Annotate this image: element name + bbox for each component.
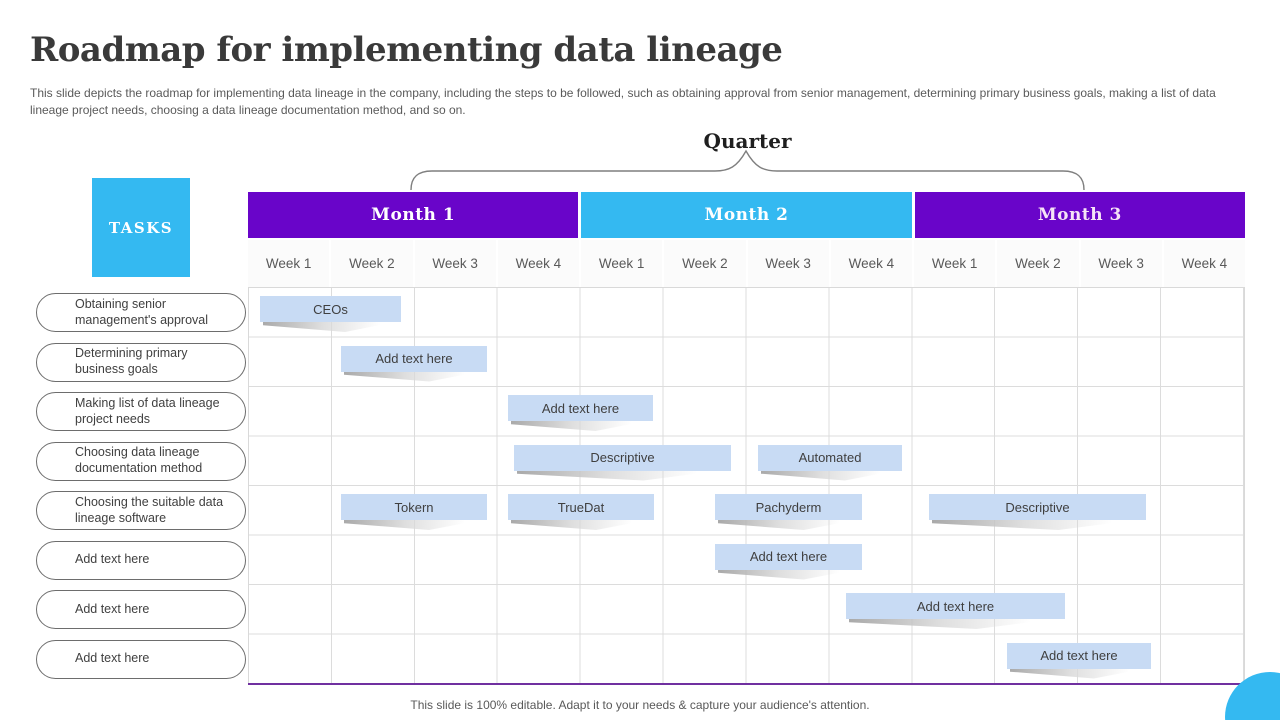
week-header-cell: Week 4 — [830, 240, 912, 287]
gantt-bar: Add text here — [1007, 642, 1151, 669]
gantt-bar: Add text here — [846, 593, 1065, 619]
week-header-cell: Week 3 — [414, 240, 496, 287]
month-header-1: Month 1 — [248, 192, 579, 238]
week-header-cell: Week 4 — [1163, 240, 1245, 287]
week-header-cell: Week 1 — [248, 240, 330, 287]
gantt-bar: TrueDat — [508, 494, 654, 520]
grid-bottom-divider — [248, 683, 1245, 685]
week-header-cell: Week 3 — [1080, 240, 1162, 287]
week-header-cell: Week 1 — [914, 240, 996, 287]
task-pill: Add text here — [36, 590, 246, 629]
gantt-bar: Tokern — [341, 494, 487, 520]
week-header-cell: Week 3 — [747, 240, 829, 287]
quarter-brace-icon — [410, 149, 1085, 191]
task-pill: Add text here — [36, 639, 246, 679]
task-pill: Add text here — [36, 540, 246, 580]
footer-note: This slide is 100% editable. Adapt it to… — [410, 698, 870, 712]
task-pill: Determining primary business goals — [36, 342, 246, 382]
task-pill: Choosing the suitable data lineage softw… — [36, 491, 246, 530]
gantt-bar: Add text here — [715, 543, 862, 570]
task-pill: Obtaining senior management's approval — [36, 293, 246, 332]
gantt-bar: Automated — [758, 444, 902, 471]
gantt-bar: Descriptive — [514, 444, 731, 471]
task-pill: Making list of data lineage project need… — [36, 392, 246, 431]
page-title: Roadmap for implementing data lineage — [30, 30, 783, 70]
gantt-bar: Descriptive — [929, 494, 1146, 520]
week-header-cell: Week 2 — [331, 240, 413, 287]
week-header-cell: Week 1 — [581, 240, 663, 287]
quarter-label: Quarter — [703, 129, 792, 153]
slide-description: This slide depicts the roadmap for imple… — [30, 86, 1216, 118]
month-header-2: Month 2 — [581, 192, 912, 238]
task-pill: Choosing data lineage documentation meth… — [36, 441, 246, 481]
tasks-header-label: TASKS — [108, 218, 174, 237]
gantt-bar: CEOs — [260, 296, 401, 322]
gantt-bar: Add text here — [508, 395, 653, 421]
month-header-3: Month 3 — [914, 192, 1245, 238]
tasks-header-box: TASKS — [92, 178, 190, 277]
gantt-bar: Add text here — [341, 345, 487, 372]
week-header-cell: Week 2 — [664, 240, 746, 287]
week-header-cell: Week 4 — [497, 240, 579, 287]
week-header-cell: Week 2 — [997, 240, 1079, 287]
gantt-bar: Pachyderm — [715, 494, 862, 520]
